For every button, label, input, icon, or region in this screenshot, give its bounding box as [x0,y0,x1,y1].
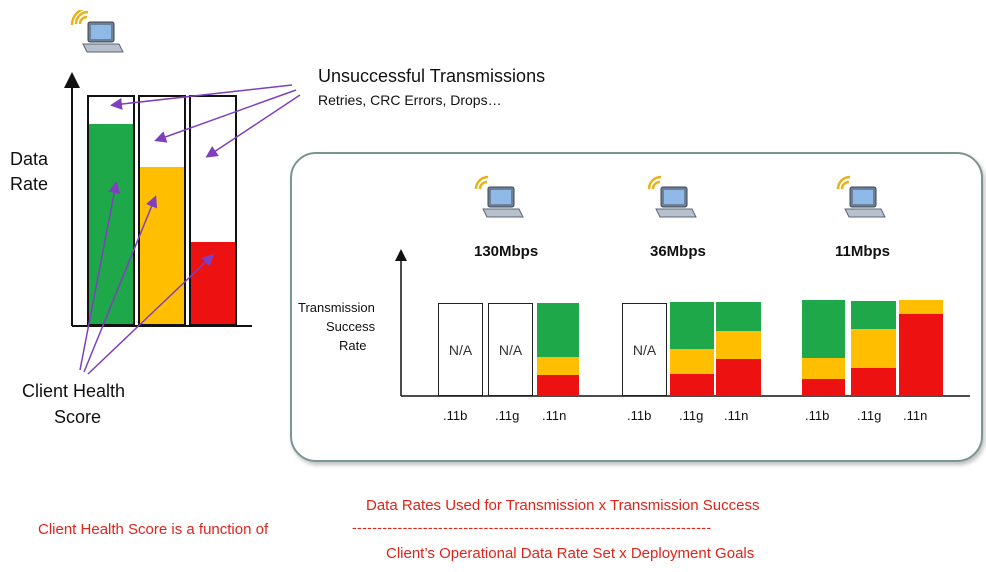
stacked-bar-36-11g [670,302,714,396]
client-health-label-2: Score [54,407,102,427]
wireless-laptop-icon [474,175,524,218]
formula-denominator: Client’s Operational Data Rate Set x Dep… [386,545,755,562]
bar-segment-red [899,314,943,396]
left-bar-green-fill [89,124,133,324]
stacked-bar-11-11n [899,300,943,396]
na-label: N/A [498,341,523,358]
unsuccessful-title: Unsuccessful Transmissions [318,66,546,86]
na-box: N/A [488,303,533,396]
na-label: N/A [632,341,657,358]
x-tick-label: .11g [679,408,704,423]
wireless-laptop-icon [70,10,124,53]
bar-segment-green [802,300,845,358]
na-box: N/A [622,303,667,396]
x-tick-label: .11n [903,408,928,423]
left-bar-amber-fill [140,167,184,324]
panel-y-label-2: Success [326,319,376,334]
bar-segment-red [670,374,714,396]
bar-segment-green [670,302,714,349]
left-y-label-2: Rate [10,174,49,194]
rate-label-130: 130Mbps [474,243,539,260]
left-y-label-1: Data [10,149,49,169]
bar-segment-red [716,359,761,396]
panel-y-label-1: Transmission [298,300,375,315]
formula-left-text: Client Health Score is a function of [38,521,269,538]
bar-segment-red [851,368,896,396]
wireless-laptop-icon [647,175,697,218]
bar-segment-amber [670,349,714,374]
left-bar-amber [138,95,186,326]
stacked-bar-130-11n [537,303,579,396]
bar-segment-red [537,375,579,396]
panel-y-label-3: Rate [339,338,367,353]
x-tick-label: .11b [627,408,652,423]
bar-segment-green [537,303,579,361]
unsuccessful-subtitle: Retries, CRC Errors, Drops… [318,92,502,108]
stacked-bar-11-11b [802,300,845,396]
bar-segment-amber [899,300,943,314]
left-bar-red [189,95,237,326]
x-tick-label: .11b [805,408,830,423]
bar-segment-amber [802,358,845,379]
na-box: N/A [438,303,483,396]
bar-segment-amber [716,331,761,359]
bar-segment-amber [851,329,896,368]
formula-numerator: Data Rates Used for Transmission x Trans… [366,497,760,514]
rate-label-11: 11Mbps [835,243,891,260]
stacked-bar-11-11g [851,301,896,396]
formula-divider: ----------------------------------------… [352,519,712,535]
bar-segment-red [802,379,845,396]
bar-segment-green [716,302,761,331]
x-tick-label: .11b [443,408,468,423]
x-tick-label: .11g [495,408,520,423]
na-label: N/A [448,341,473,358]
bar-segment-green [851,301,896,329]
wireless-laptop-icon [836,175,886,218]
x-tick-label: .11n [724,408,749,423]
x-tick-label: .11n [542,408,567,423]
stacked-bar-36-11n [716,302,761,396]
left-bar-green [87,95,135,326]
client-health-label-1: Client Health [22,381,126,401]
x-tick-label: .11g [857,408,882,423]
rate-label-36: 36Mbps [650,243,706,260]
bar-segment-amber [537,357,579,375]
